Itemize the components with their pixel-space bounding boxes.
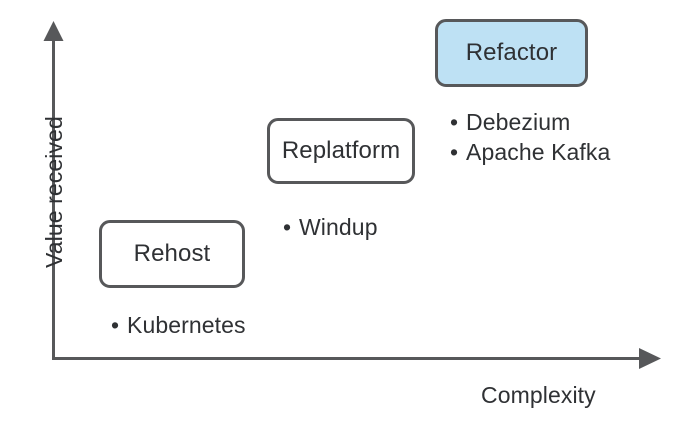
tool-list-replatform: • Windup xyxy=(283,212,378,242)
list-item: • Debezium xyxy=(450,107,610,137)
tool-list-rehost: • Kubernetes xyxy=(111,310,246,340)
stage-label-rehost: Rehost xyxy=(133,240,211,267)
bullet-icon: • xyxy=(111,312,120,338)
x-axis-label: Complexity xyxy=(481,382,596,408)
bullet-icon: • xyxy=(450,139,459,165)
tool-list-refactor: • Debezium • Apache Kafka xyxy=(450,107,610,167)
tool-label: Debezium xyxy=(466,109,571,135)
tool-label: Apache Kafka xyxy=(466,139,611,165)
list-item: • Windup xyxy=(283,212,378,242)
stage-box-rehost[interactable]: Rehost xyxy=(99,220,245,288)
arrow-right-icon xyxy=(639,348,661,369)
list-item: • Apache Kafka xyxy=(450,137,610,167)
bullet-icon: • xyxy=(450,109,459,135)
y-axis-label: Value received xyxy=(41,116,67,268)
tool-label: Windup xyxy=(299,214,378,240)
bullet-icon: • xyxy=(283,214,292,240)
stage-label-refactor: Refactor xyxy=(465,39,558,66)
stage-box-replatform[interactable]: Replatform xyxy=(267,118,415,184)
tool-label: Kubernetes xyxy=(127,312,246,338)
arrow-up-icon xyxy=(43,21,64,41)
stage-label-replatform: Replatform xyxy=(281,137,401,164)
list-item: • Kubernetes xyxy=(111,310,246,340)
stage-box-refactor[interactable]: Refactor xyxy=(435,19,588,87)
